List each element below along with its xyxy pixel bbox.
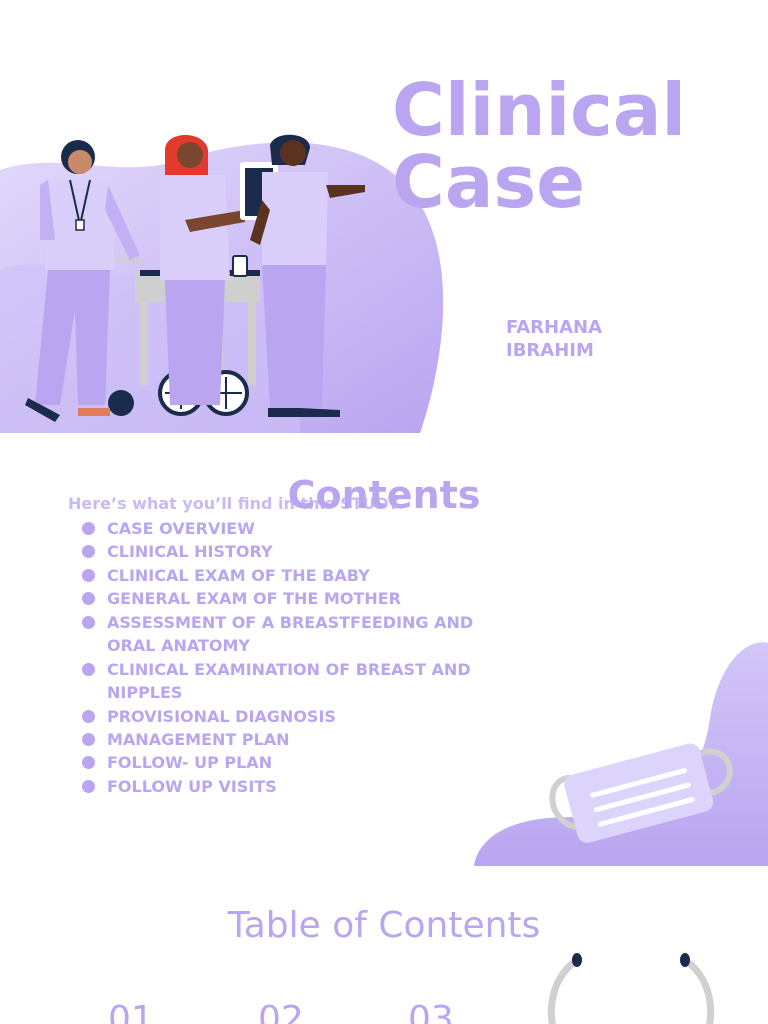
list-item: FOLLOW- UP PLAN [82,751,522,774]
face-mask-illustration [474,642,768,866]
title-slide: Clinical Case FARHANA IBRAHIM [0,0,768,433]
contents-heading: Contents [287,473,481,517]
toc-number-2: 02 [258,999,304,1024]
list-item: GENERAL EXAM OF THE MOTHER [82,587,522,610]
author-line-2: IBRAHIM [506,340,594,361]
list-item-text: FOLLOW UP VISITS [107,776,277,796]
list-item-text: CLINICAL EXAM OF THE BABY [107,565,370,585]
list-item-text: CLINICAL EXAMINATION OF BREAST AND NIPPL… [107,659,471,703]
contents-intro: Here’s what you’ll find in this STUDY [68,494,400,513]
bullet-icon [82,545,95,559]
list-item: CLINICAL EXAMINATION OF BREAST AND NIPPL… [82,658,522,705]
toc-number-1: 01 [108,999,154,1024]
table-of-contents-slide: Table of Contents 01 02 03 [0,866,768,1024]
bullet-icon [82,615,95,629]
list-item-text: MANAGEMENT PLAN [107,729,290,749]
contents-slide: Here’s what you’ll find in this STUDY Co… [0,433,768,866]
list-item: CLINICAL EXAM OF THE BABY [82,564,522,587]
bullet-icon [82,592,95,606]
list-item: PROVISIONAL DIAGNOSIS [82,705,522,728]
list-item: FOLLOW UP VISITS [82,775,522,798]
bullet-icon [82,568,95,582]
list-item-text: CASE OVERVIEW [107,519,255,538]
bullet-icon [82,756,95,770]
bullet-icon [82,732,95,746]
list-item-text: GENERAL EXAM OF THE MOTHER [107,589,401,609]
list-item-text: FOLLOW- UP PLAN [107,753,273,773]
list-item: ASSESSMENT OF A BREASTFEEDING AND ORAL A… [82,611,522,658]
list-item-text: CLINICAL HISTORY [107,542,273,562]
list-item-text: PROVISIONAL DIAGNOSIS [107,706,336,726]
author-name: FARHANA IBRAHIM [506,316,646,362]
bullet-icon [82,522,95,535]
bullet-icon [82,779,95,793]
bullet-icon [82,662,95,676]
list-item: CASE OVERVIEW [82,517,522,540]
list-item: CLINICAL HISTORY [82,540,522,563]
list-item: MANAGEMENT PLAN [82,728,522,751]
stethoscope-illustration [547,953,715,1024]
title-line-1: Clinical [392,68,687,152]
toc-number-3: 03 [408,999,454,1024]
contents-list: CASE OVERVIEW CLINICAL HISTORY CLINICAL … [82,517,522,798]
medical-team-illustration [0,134,444,433]
list-item-text: ASSESSMENT OF A BREASTFEEDING AND ORAL A… [107,612,474,656]
toc-heading: Table of Contents [227,905,541,946]
presentation-title: Clinical Case [392,74,686,218]
bullet-icon [82,709,95,723]
title-line-2: Case [392,140,586,224]
author-line-1: FARHANA [506,317,603,338]
